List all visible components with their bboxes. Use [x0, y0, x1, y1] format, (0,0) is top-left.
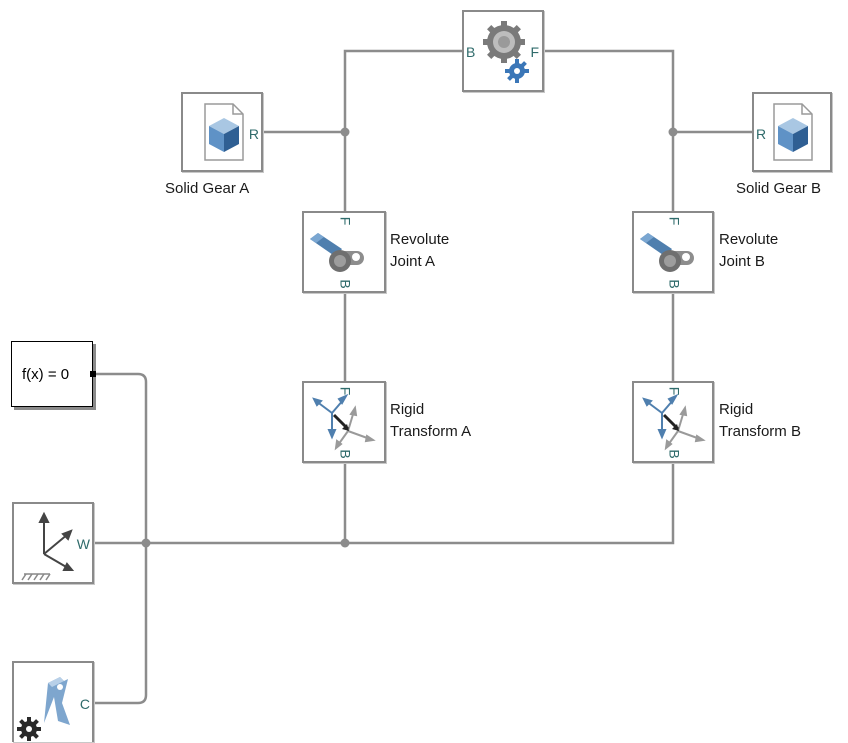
wire-gear-base: [343, 49, 463, 212]
solver-configuration-text: f(x) = 0: [22, 366, 70, 383]
port-label-base: B: [337, 449, 354, 459]
revolute-joint-b-block[interactable]: F B: [632, 211, 714, 293]
port-label-w: W: [76, 536, 90, 552]
solid-gear-b-label: Solid Gear B: [736, 180, 822, 197]
port-label-base: B: [337, 279, 354, 289]
rigid-transform-icon: [642, 393, 706, 451]
solver-configuration-block[interactable]: f(x) = 0: [11, 341, 96, 407]
world-frame-block[interactable]: W: [12, 502, 94, 584]
port-label-follower: F: [337, 386, 354, 396]
port-label-follower: F: [666, 386, 683, 396]
port-label-base: B: [466, 44, 476, 60]
solid-gear-a-label: Solid Gear A: [165, 180, 250, 197]
junction-dot: [340, 127, 350, 137]
wire-ground-bus: [93, 462, 675, 545]
junction-dot: [141, 538, 151, 548]
port-label-follower: F: [666, 216, 683, 226]
wire-mech-config: [93, 543, 148, 705]
world-frame-icon: [21, 511, 75, 581]
rigid-transform-icon: [312, 393, 376, 451]
junction-dot: [340, 538, 350, 548]
port-label-base: B: [666, 449, 683, 459]
port-label-follower: F: [530, 44, 539, 60]
junction-dot: [668, 127, 678, 137]
port-label-follower: F: [337, 216, 354, 226]
solver-output-port: [90, 371, 96, 377]
solid-gear-b-block[interactable]: R: [752, 92, 832, 172]
solid-cube-icon: [204, 103, 244, 161]
rigid-transform-b-block[interactable]: F B: [632, 381, 714, 463]
revolute-joint-icon: [310, 233, 364, 272]
wire-gear-follower: [541, 49, 675, 212]
port-label-c: C: [79, 696, 90, 712]
port-label-r: R: [756, 126, 767, 142]
revolute-joint-b-label: Revolute Joint B: [719, 231, 779, 270]
rigid-transform-a-block[interactable]: F B: [302, 381, 386, 463]
gear-icon: [483, 21, 529, 83]
wire-solver: [96, 372, 148, 543]
port-label-base: B: [666, 279, 683, 289]
revolute-joint-a-block[interactable]: F B: [302, 211, 386, 293]
mechanism-configuration-block[interactable]: C: [12, 661, 94, 742]
rigid-transform-b-label: Rigid Transform B: [719, 401, 801, 440]
solid-gear-a-block[interactable]: R: [181, 92, 263, 172]
gear-constraint-block[interactable]: B F: [462, 10, 544, 92]
port-label-r: R: [248, 126, 259, 142]
revolute-joint-icon: [640, 233, 694, 272]
rigid-transform-a-label: Rigid Transform A: [390, 401, 472, 440]
revolute-joint-a-label: Revolute Joint A: [390, 231, 450, 270]
solid-cube-icon: [773, 103, 813, 161]
mechanism-configuration-icon: [17, 677, 70, 741]
